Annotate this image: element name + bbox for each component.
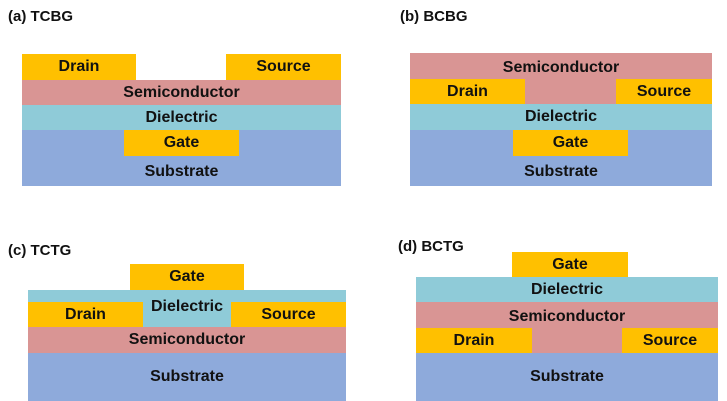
- panel-b-gate: Gate: [513, 130, 628, 156]
- panel-a-semiconductor: Semiconductor: [22, 80, 341, 105]
- panel-c-source: Source: [231, 302, 346, 327]
- panel-b-dielectric: Dielectric: [410, 104, 712, 130]
- panel-c-semiconductor: Semiconductor: [28, 327, 346, 353]
- panel-c-drain: Drain: [28, 302, 143, 327]
- panel-b-title: (b) BCBG: [400, 8, 468, 25]
- panel-d-dielectric: Dielectric: [416, 277, 718, 302]
- panel-a-drain: Drain: [22, 54, 136, 80]
- panel-a-title: (a) TCBG: [8, 8, 73, 25]
- panel-c-title: (c) TCTG: [8, 242, 72, 259]
- panel-a-gate: Gate: [124, 130, 239, 156]
- panel-c-gate: Gate: [130, 264, 244, 290]
- panel-d-source: Source: [622, 328, 718, 353]
- panel-b-source: Source: [616, 79, 712, 104]
- panel-b-drain: Drain: [410, 79, 525, 104]
- panel-a-substrate-label: Substrate: [144, 163, 219, 180]
- panel-d-title: (d) BCTG: [398, 238, 464, 255]
- panel-a-source: Source: [226, 54, 341, 80]
- panel-d-gate: Gate: [512, 252, 628, 277]
- panel-a-dielectric: Dielectric: [22, 105, 341, 130]
- panel-c-substrate: Substrate: [28, 353, 346, 401]
- panel-d-substrate: Substrate: [416, 353, 718, 401]
- panel-b-substrate-label: Substrate: [524, 163, 598, 180]
- panel-d-drain: Drain: [416, 328, 532, 353]
